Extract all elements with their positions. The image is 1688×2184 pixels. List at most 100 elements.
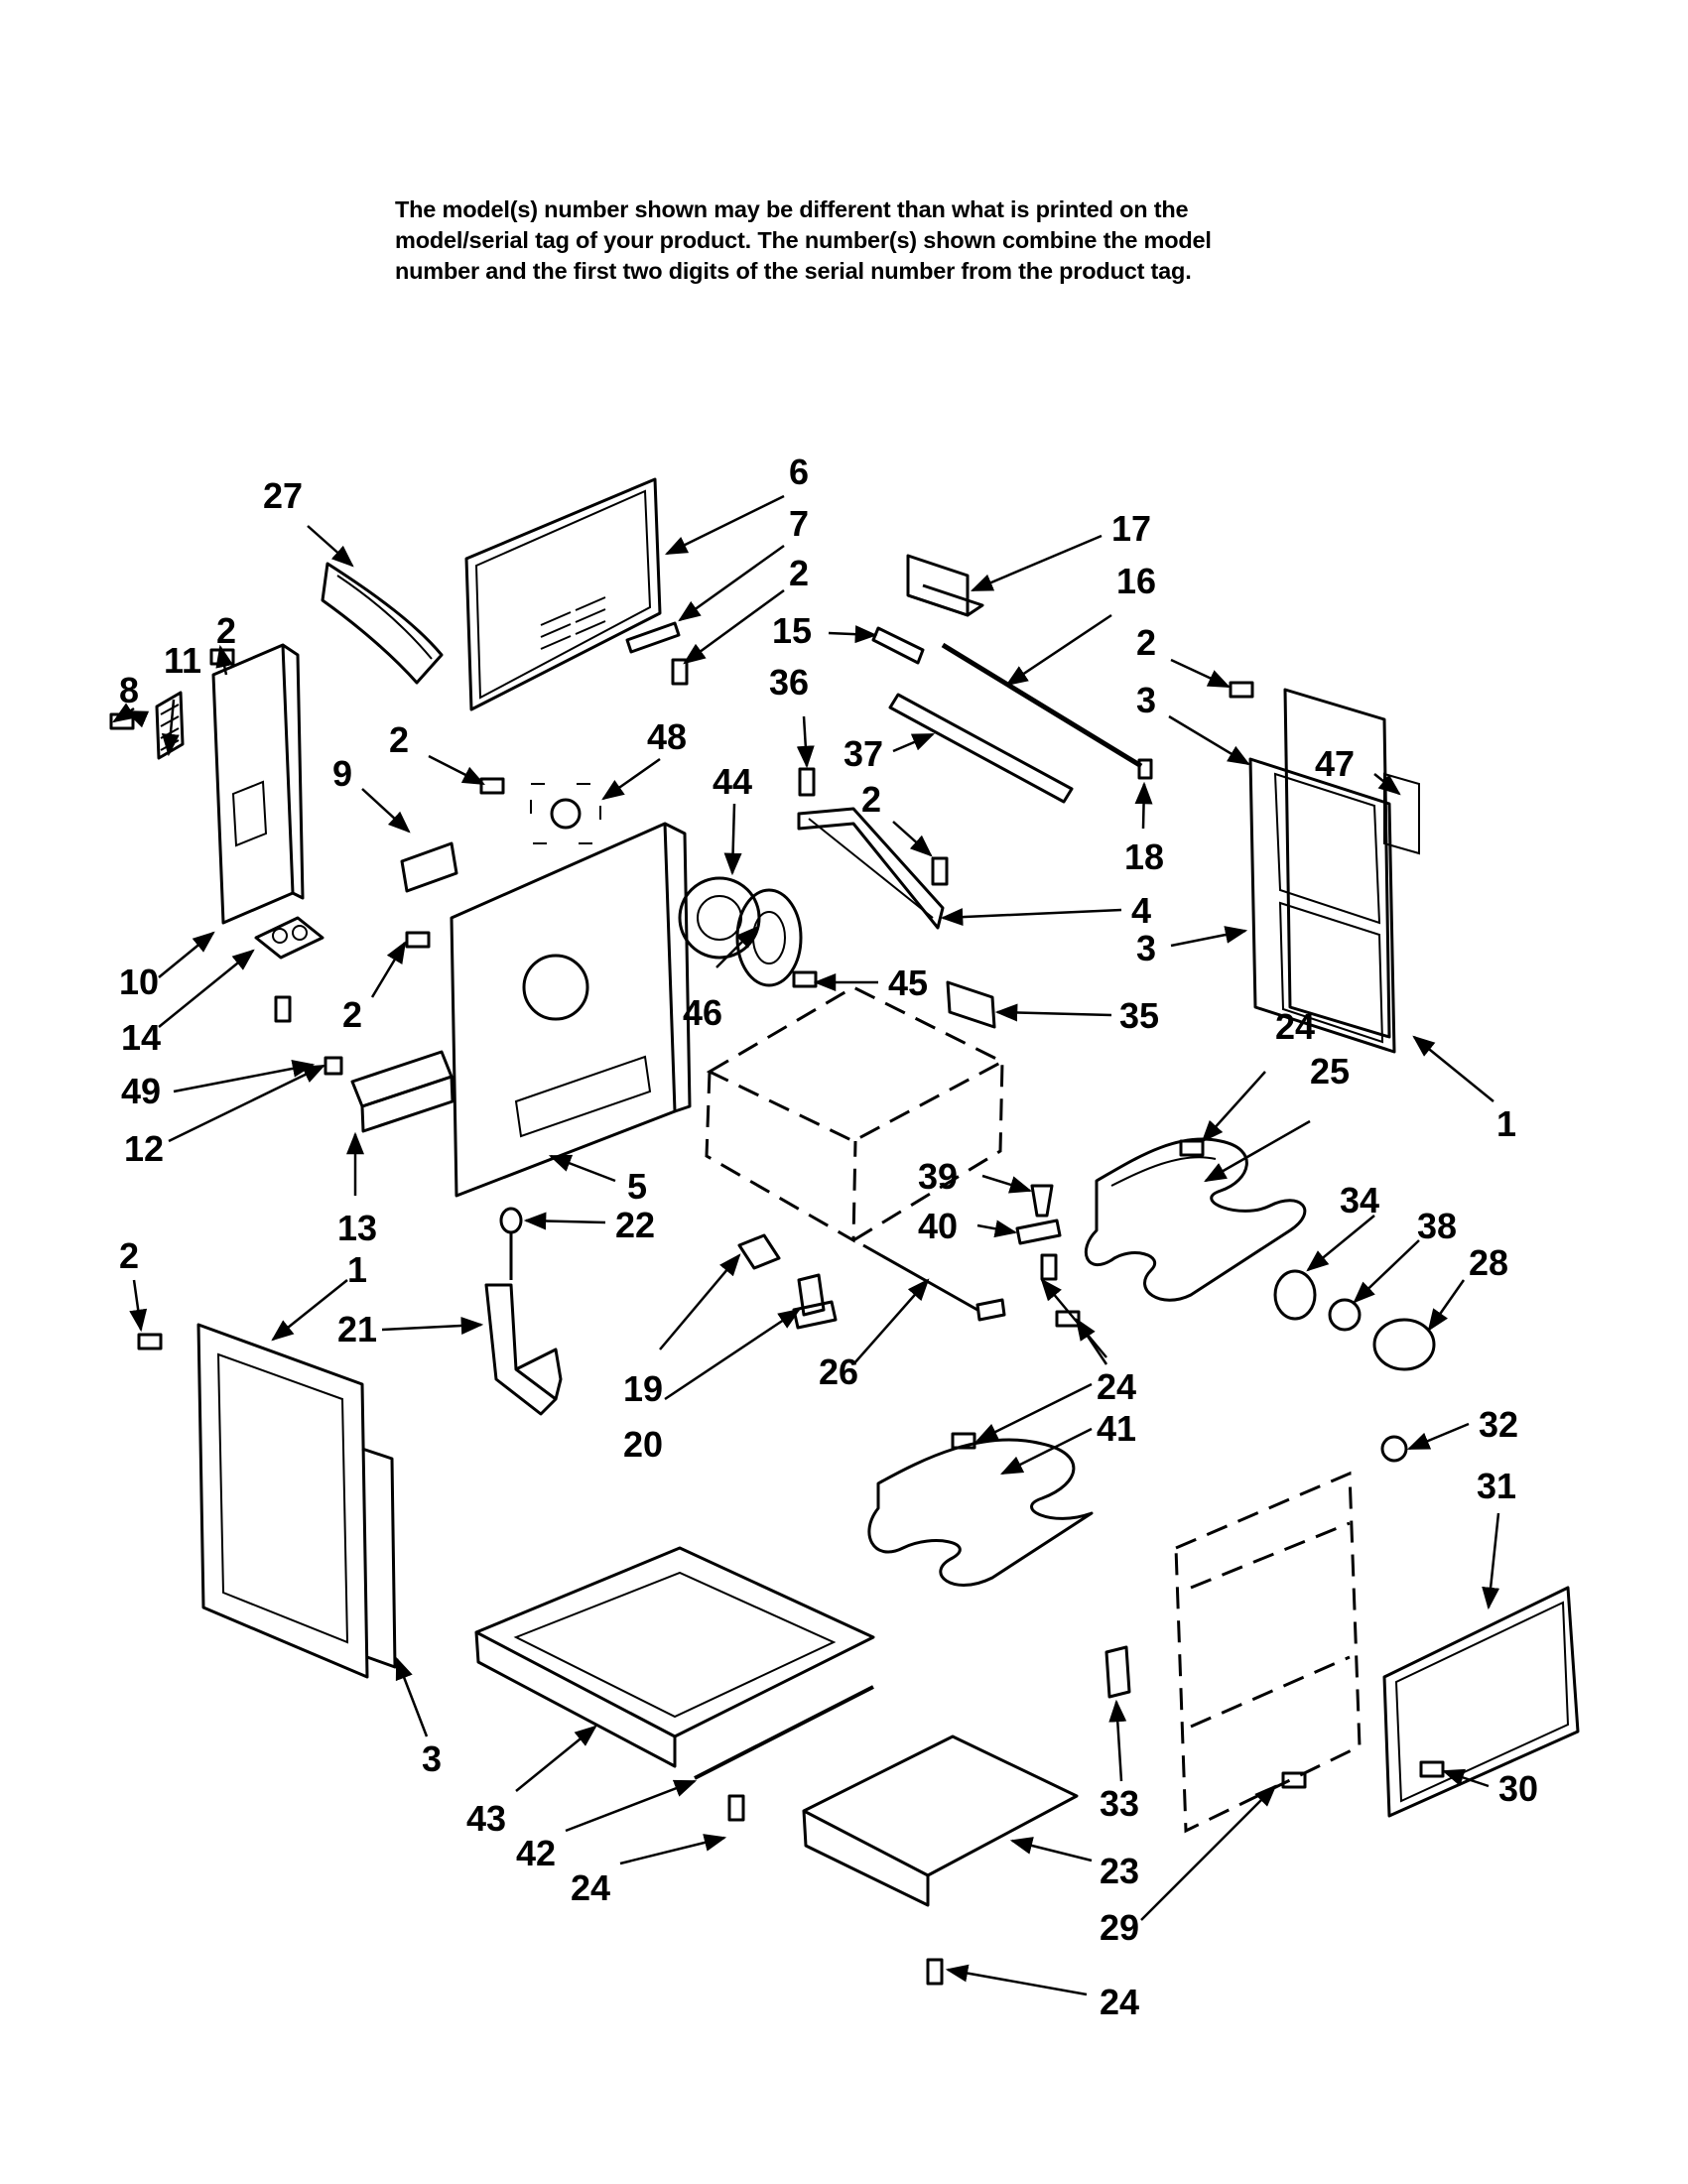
notice-line-3: number and the first two digits of the s… [395,258,1192,284]
part-28-cover [1372,1318,1436,1371]
callout-20: 20 [623,1424,663,1465]
part-4-bracket [797,807,945,930]
part-22-knob [499,1207,523,1280]
callout-36: 36 [769,662,809,703]
callout-3: 3 [422,1738,442,1779]
part-19-clip [737,1233,781,1270]
part-10-housing [211,643,305,925]
leader-lines [112,494,1500,1996]
callout-35: 35 [1119,995,1159,1036]
part-41-bake-element [867,1438,1094,1587]
part-oven-cavity-dashed [705,985,1006,1243]
part-14-plate [254,916,325,960]
callout-2: 2 [216,610,236,651]
callout-12: 12 [124,1128,164,1169]
part-35-bracket [946,980,996,1029]
part-47-label [1383,772,1420,855]
part-21-bracket [484,1283,563,1416]
callout-14: 14 [121,1017,161,1058]
callout-45: 45 [888,963,928,1003]
part-33-hinge [1104,1645,1131,1699]
part-27-trim [321,562,444,685]
part-42-rail [694,1685,874,1780]
callout-31: 31 [1477,1466,1516,1506]
callout-2: 2 [861,779,881,820]
screw-icons [109,648,1445,1986]
callout-4: 4 [1131,890,1151,931]
callout-24: 24 [1100,1982,1139,2022]
callout-26: 26 [819,1351,858,1392]
callout-48: 48 [647,716,687,757]
callout-1: 1 [347,1249,367,1290]
callout-24: 24 [1097,1366,1136,1407]
callout-labels: 27 6 7 2 17 16 15 36 2 3 47 8 11 2 9 2 4… [119,451,1538,2022]
part-18-pin [1137,758,1153,780]
part-32-bushing [1380,1435,1408,1463]
callout-11: 11 [164,640,201,681]
callout-25: 25 [1310,1051,1350,1092]
part-6-rear-cover [464,477,662,711]
callout-6: 6 [789,451,809,492]
callout-15: 15 [772,610,812,651]
callout-24: 24 [571,1867,610,1908]
callout-2: 2 [789,553,809,593]
part-40-clip [1015,1219,1062,1245]
callout-23: 23 [1100,1851,1139,1891]
callout-37: 37 [844,733,883,774]
callout-40: 40 [918,1206,958,1246]
callout-16: 16 [1116,561,1156,601]
part-1-left-side-panel [196,1323,397,1679]
callout-2: 2 [1136,622,1156,663]
callout-22: 22 [615,1205,655,1245]
part-39-screw [1030,1184,1054,1218]
callout-32: 32 [1479,1404,1518,1445]
callout-38: 38 [1417,1206,1457,1246]
callout-2: 2 [389,719,409,760]
callout-17: 17 [1111,508,1151,549]
callout-39: 39 [918,1156,958,1197]
part-48-thermostat [530,783,601,844]
callout-3: 3 [1136,928,1156,968]
callout-41: 41 [1097,1408,1136,1449]
part-15-connector [871,626,925,665]
part-13-block [350,1050,454,1133]
callout-9: 9 [332,753,352,794]
part-3-right-panels [1248,688,1396,1054]
notice-line-2: model/serial tag of your product. The nu… [395,227,1212,253]
part-37-tube [888,693,1074,804]
callout-7: 7 [789,503,809,544]
callout-27: 27 [263,475,303,516]
callout-10: 10 [119,962,159,1002]
callout-42: 42 [516,1833,556,1873]
part-23-shield [802,1734,1079,1907]
callout-29: 29 [1100,1907,1139,1948]
callout-18: 18 [1124,836,1164,877]
part-5-back-panel [450,822,692,1198]
callout-5: 5 [627,1166,647,1207]
part-34-lamp [1273,1269,1317,1321]
callout-8: 8 [119,670,139,710]
part-9-clip [400,841,458,893]
callout-19: 19 [623,1368,663,1409]
callout-44: 44 [713,761,752,802]
callout-47: 47 [1315,743,1355,784]
callout-21: 21 [337,1309,377,1349]
callout-1: 1 [1496,1103,1516,1144]
callout-49: 49 [121,1071,161,1111]
part-38-bulb [1328,1298,1362,1332]
callout-2: 2 [119,1235,139,1276]
part-20-leveler [792,1273,838,1330]
part-31-gasket [1382,1586,1580,1818]
part-17-bracket [906,554,984,617]
callout-43: 43 [466,1798,506,1839]
part-16-rod [941,642,1143,769]
callout-3: 3 [1136,680,1156,720]
callout-2: 2 [342,994,362,1035]
part-door-frame-dashed [1174,1471,1362,1834]
callout-33: 33 [1100,1783,1139,1824]
part-25-element [1084,1137,1307,1302]
part-26-sensor [862,1243,1006,1322]
callout-46: 46 [683,992,722,1033]
part-43-drawer-tray [474,1546,875,1768]
